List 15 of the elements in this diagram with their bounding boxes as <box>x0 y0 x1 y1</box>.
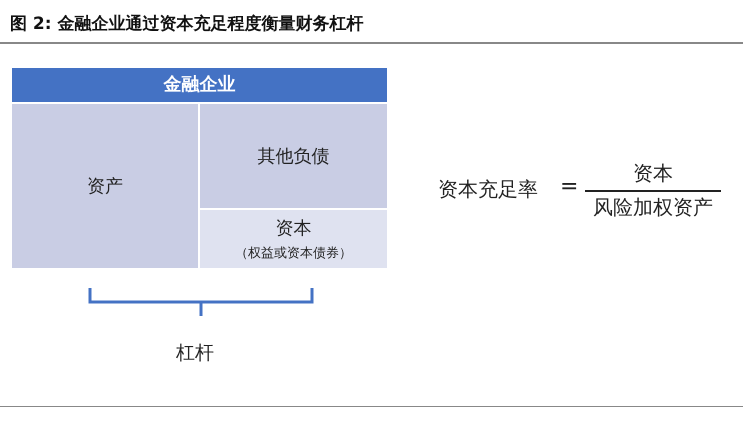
balance-sheet-box <box>12 68 387 268</box>
block-label: 其他负债 <box>258 145 330 168</box>
denominator: 风险加权资产 <box>592 194 714 221</box>
capital-block <box>200 210 387 268</box>
liabilities-block <box>200 104 387 208</box>
equals-sign: = <box>560 174 578 199</box>
formula-term: 资本充足率 <box>438 176 538 203</box>
assets-block <box>12 104 198 268</box>
block-label: 资本 <box>276 217 312 240</box>
bracket-label: 杠杆 <box>176 341 214 366</box>
block-label: 资产 <box>87 175 123 198</box>
numerator: 资本 <box>632 160 674 187</box>
header-bar: 金融企业 <box>12 68 387 102</box>
block-note: （权益或资本债券） <box>235 245 352 262</box>
title: 图 2: 金融企业通过资本充足程度衡量财务杠杆 <box>10 13 364 35</box>
